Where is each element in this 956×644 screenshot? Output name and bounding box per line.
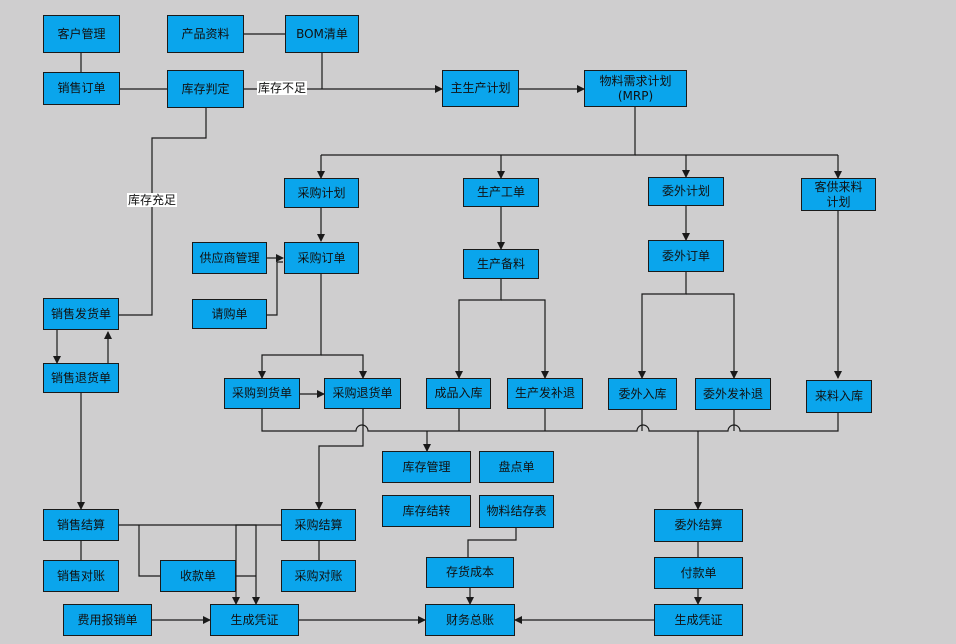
link-prep-down xyxy=(455,279,502,379)
customer-supplied-plan-node[interactable]: 客供来料 计划 xyxy=(801,178,876,211)
supplier-mgmt-node[interactable]: 供应商管理 xyxy=(192,242,267,274)
stocktake-node[interactable]: 盘点单 xyxy=(479,451,554,483)
purchase-receipt-node[interactable]: 采购到货单 xyxy=(224,378,300,409)
receipt-node[interactable]: 收款单 xyxy=(160,560,236,592)
voucher-left-node[interactable]: 生成凭证 xyxy=(210,604,299,636)
payment-node[interactable]: 付款单 xyxy=(654,557,743,589)
purchase-plan-node[interactable]: 采购计划 xyxy=(284,178,359,208)
purchase-settlement-node[interactable]: 采购结算 xyxy=(281,509,356,541)
mps-node[interactable]: 主生产计划 xyxy=(442,70,519,107)
voucher-right-node[interactable]: 生成凭证 xyxy=(654,604,743,636)
stock-check-node[interactable]: 库存判定 xyxy=(167,70,244,108)
stock-sufficient-label: 库存充足 xyxy=(127,193,178,207)
outsource-settlement-node[interactable]: 委外结算 xyxy=(654,509,743,542)
purchase-order-node[interactable]: 采购订单 xyxy=(284,242,359,274)
expense-claim-node[interactable]: 费用报销单 xyxy=(63,604,152,636)
production-prep-node[interactable]: 生产备料 xyxy=(463,249,539,279)
outsource-order-node[interactable]: 委外订单 xyxy=(648,240,724,272)
link-oorder-down xyxy=(638,272,687,379)
general-ledger-node[interactable]: 财务总账 xyxy=(425,604,515,636)
link-inventory-collector xyxy=(261,409,839,432)
link-preturn-to-settlement xyxy=(315,409,364,510)
link-requisition-to-po xyxy=(267,261,283,316)
purchase-reconcile-node[interactable]: 采购对账 xyxy=(281,560,356,592)
material-in-node[interactable]: 来料入库 xyxy=(806,380,872,413)
production-issue-node[interactable]: 生产发补退 xyxy=(507,378,583,409)
sales-settlement-node[interactable]: 销售结算 xyxy=(43,509,119,541)
outsource-in-node[interactable]: 委外入库 xyxy=(608,378,677,410)
purchase-return-node[interactable]: 采购退货单 xyxy=(324,378,401,409)
requisition-node[interactable]: 请购单 xyxy=(192,299,267,329)
sales-order-node[interactable]: 销售订单 xyxy=(43,72,120,105)
sales-return-node[interactable]: 销售退货单 xyxy=(43,363,119,393)
link-po-down xyxy=(258,274,322,379)
inventory-cost-node[interactable]: 存货成本 xyxy=(426,557,514,588)
inventory-transfer-node[interactable]: 库存结转 xyxy=(382,495,471,527)
outsource-plan-node[interactable]: 委外计划 xyxy=(648,177,724,206)
product-info-node[interactable]: 产品资料 xyxy=(167,15,244,53)
sales-reconcile-node[interactable]: 销售对账 xyxy=(43,560,119,592)
link-balance-to-cost xyxy=(467,528,517,557)
bom-node[interactable]: BOM清单 xyxy=(285,15,359,53)
material-balance-node[interactable]: 物料结存表 xyxy=(479,495,554,528)
inventory-mgmt-node[interactable]: 库存管理 xyxy=(382,451,471,483)
customer-mgmt-node[interactable]: 客户管理 xyxy=(43,15,120,53)
link-stock-sufficient xyxy=(119,108,207,316)
work-order-node[interactable]: 生产工单 xyxy=(463,178,539,207)
mrp-node[interactable]: 物料需求计划 (MRP) xyxy=(584,70,687,107)
sales-delivery-node[interactable]: 销售发货单 xyxy=(43,298,119,330)
link-mrp-distribution xyxy=(321,107,636,156)
stock-insufficient-label: 库存不足 xyxy=(257,81,308,95)
finished-goods-in-node[interactable]: 成品入库 xyxy=(426,378,491,409)
link-psettle-to-voucher xyxy=(232,524,281,605)
outsource-issue-node[interactable]: 委外发补退 xyxy=(695,378,771,410)
